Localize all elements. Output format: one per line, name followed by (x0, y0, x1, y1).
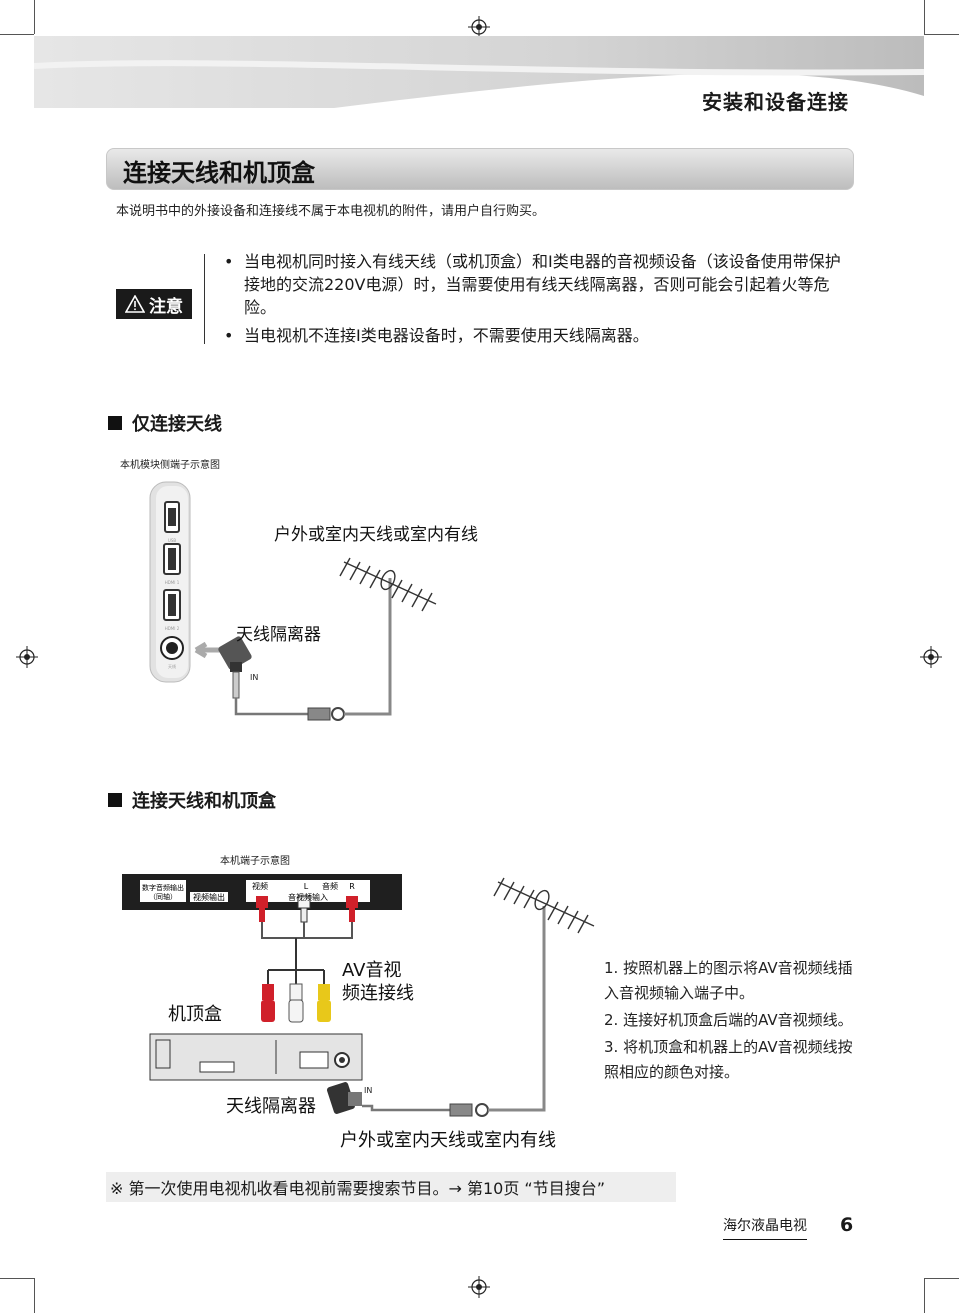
intro-text: 本说明书中的外接设备和连接线不属于本电视机的附件，请用户自行购买。 (116, 204, 546, 219)
antenna-stb-diagram: 数字音频输出 （同轴） 视频输出 视频 音频 音视频输入 L R (122, 874, 595, 1117)
section-heading-text: 仅连接天线 (132, 414, 222, 435)
section-heading: 连接天线和机顶盒 (108, 787, 276, 813)
section-header: 安装和设备连接 (702, 90, 849, 114)
page-number: 6 (840, 1214, 854, 1236)
notice-badge: 注意 (116, 289, 192, 319)
crop-mark (924, 1278, 959, 1279)
footnote: ※ 第一次使用电视机收看电视前需要搜索节目。→ 第10页 “节目搜台” (106, 1172, 676, 1202)
panel-label: （同轴） (149, 892, 177, 901)
in-label: IN (250, 673, 259, 682)
registration-mark-icon (468, 1276, 490, 1298)
crop-mark (924, 1278, 925, 1313)
crop-mark (34, 1278, 35, 1313)
warning-icon (125, 295, 145, 313)
isolator-label: 天线隔离器 (236, 625, 321, 645)
divider (204, 254, 205, 344)
av-cable-label: AV音视 (342, 960, 402, 981)
section-heading: 仅连接天线 (108, 410, 222, 436)
square-bullet-icon (108, 793, 122, 807)
list-item: 当电视机同时接入有线天线（或机顶盒）和I类电器的音视频设备（该设备使用带保护接地… (222, 250, 852, 319)
crop-mark (34, 0, 35, 34)
panel-label: 视频输出 (193, 892, 225, 902)
notice-list: 当电视机同时接入有线天线（或机顶盒）和I类电器的音视频设备（该设备使用带保护接地… (222, 250, 852, 352)
antenna-label: 户外或室内天线或室内有线 (340, 1130, 556, 1151)
page-title: 连接天线和机顶盒 (123, 159, 315, 187)
panel-label: R (349, 882, 355, 891)
footer-brand: 海尔液晶电视 (723, 1215, 807, 1240)
list-item: 当电视机不连接I类电器设备时，不需要使用天线隔离器。 (222, 324, 852, 347)
isolator-label: 天线隔离器 (226, 1096, 316, 1117)
crop-mark (924, 0, 925, 34)
antenna-only-diagram: USB HDMI 1 HDMI 2 天线 (149, 481, 437, 721)
antenna-label: 户外或室内天线或室内有线 (274, 525, 478, 545)
panel-label: 音频 (322, 881, 338, 891)
port-label: 天线 (168, 663, 176, 669)
port-label: HDMI 1 (165, 580, 180, 585)
diagram-caption: 本机端子示意图 (220, 856, 290, 867)
in-label: IN (364, 1086, 373, 1095)
list-item: 2. 连接好机顶盒后端的AV音视频线。 (604, 1011, 853, 1029)
panel-label: 音视频输入 (288, 892, 328, 902)
port-label: HDMI 2 (165, 626, 180, 631)
panel-label: 数字音频输出 (142, 883, 184, 892)
crop-mark (924, 34, 959, 35)
square-bullet-icon (108, 416, 122, 430)
stb-label: 机顶盒 (168, 1004, 222, 1025)
list-item: 3. 将机顶盒和机器上的AV音视频线按照相应的颜色对接。 (604, 1038, 853, 1081)
crop-mark (0, 34, 34, 35)
panel-label: 视频 (252, 881, 268, 891)
port-label: USB (168, 538, 176, 543)
registration-mark-icon (920, 646, 942, 668)
list-item: 1. 按照机器上的图示将AV音视频线插入音视频输入端子中。 (604, 959, 853, 1002)
panel-label: L (304, 882, 309, 891)
crop-mark (0, 1278, 34, 1279)
notice-label: 注意 (149, 296, 183, 317)
diagram-caption: 本机模块侧端子示意图 (120, 460, 220, 471)
title-bar: 连接天线和机顶盒 (106, 148, 854, 190)
av-cable-label: 频连接线 (342, 983, 414, 1004)
registration-mark-icon (16, 646, 38, 668)
section-heading-text: 连接天线和机顶盒 (132, 791, 276, 812)
header-swoosh (34, 36, 924, 108)
registration-mark-icon (468, 16, 490, 38)
steps-list: 1. 按照机器上的图示将AV音视频线插入音视频输入端子中。 2. 连接好机顶盒后… (604, 956, 854, 1087)
